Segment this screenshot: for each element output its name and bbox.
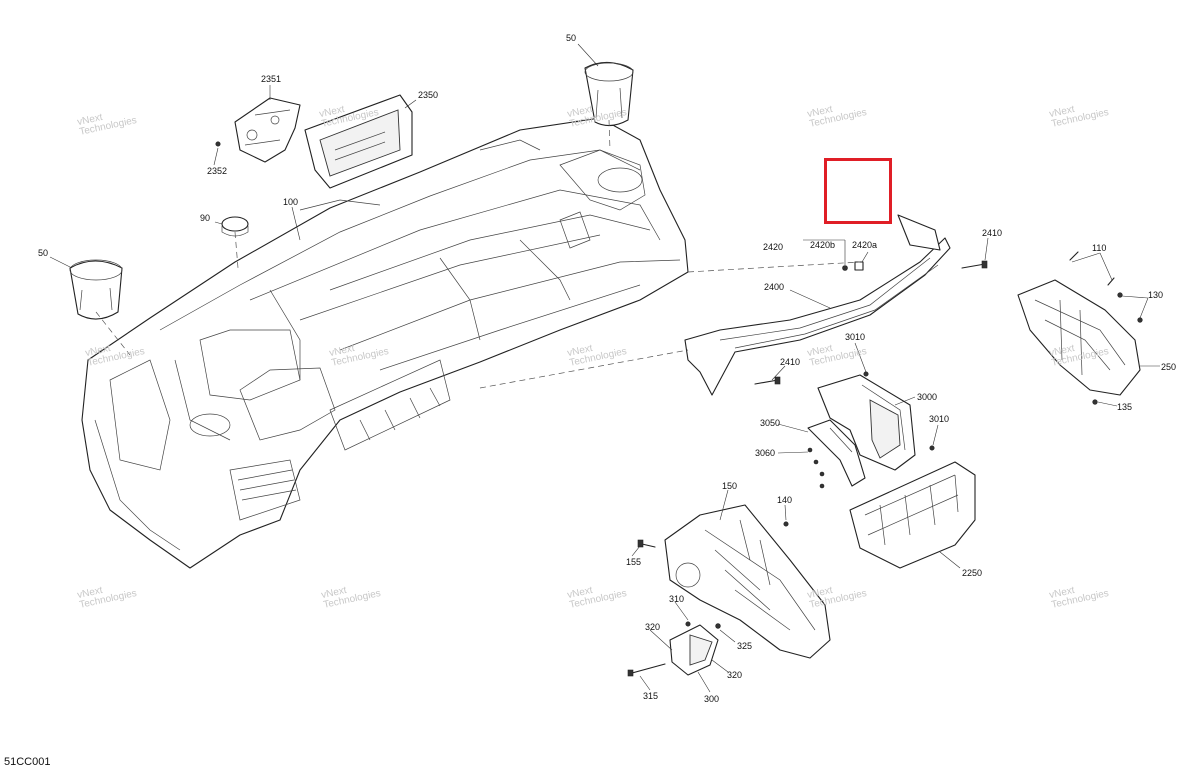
assembly-line-2 bbox=[479, 349, 689, 389]
latch-300 bbox=[669, 624, 719, 676]
dashboard-body bbox=[81, 117, 689, 569]
screw-135 bbox=[1092, 399, 1098, 405]
callout-2420a: 2420a bbox=[852, 240, 878, 250]
bracket-2351 bbox=[234, 97, 301, 163]
assembly-line-1 bbox=[687, 261, 861, 273]
bolt-2410-bottom bbox=[754, 376, 781, 385]
callout-2410-bottom: 2410 bbox=[780, 357, 801, 367]
callout-50-top: 50 bbox=[566, 33, 577, 43]
screw-155 bbox=[637, 539, 656, 548]
callout-150: 150 bbox=[722, 481, 738, 491]
callout-110: 110 bbox=[1092, 243, 1107, 253]
callout-320-left: 320 bbox=[645, 622, 661, 632]
cover-3000 bbox=[817, 374, 916, 471]
housing-150 bbox=[664, 504, 831, 659]
callout-300: 300 bbox=[704, 694, 720, 704]
assembly-line-4 bbox=[95, 311, 131, 356]
screw-130a bbox=[1117, 292, 1123, 298]
nut-325 bbox=[715, 623, 721, 629]
screw-140 bbox=[783, 521, 789, 527]
screw-130b bbox=[1137, 317, 1143, 323]
screw-310 bbox=[685, 621, 691, 627]
callout-140: 140 bbox=[777, 495, 793, 505]
callout-2250: 2250 bbox=[962, 568, 983, 578]
screw-110b bbox=[1107, 277, 1115, 286]
assembly-line-5 bbox=[234, 231, 239, 269]
assembly-line-3 bbox=[608, 119, 611, 151]
callout-3010-top: 3010 bbox=[845, 332, 866, 342]
callout-2410-top: 2410 bbox=[982, 228, 1003, 238]
callout-310: 310 bbox=[669, 594, 685, 604]
callout-3050: 3050 bbox=[760, 418, 781, 428]
callout-2420: 2420 bbox=[763, 242, 784, 252]
callout-2400: 2400 bbox=[764, 282, 785, 292]
nut-2420a bbox=[854, 261, 864, 271]
bracket-3050 bbox=[807, 419, 866, 487]
screw-2352 bbox=[215, 141, 221, 147]
callout-135: 135 bbox=[1117, 402, 1133, 412]
callout-325: 325 bbox=[737, 641, 753, 651]
screw-110a bbox=[1069, 251, 1079, 261]
screw-3010-right bbox=[929, 445, 935, 451]
callout-3060: 3060 bbox=[755, 448, 776, 458]
nut-2420b bbox=[842, 265, 848, 271]
screw-315 bbox=[627, 663, 666, 677]
bolt-2410-top bbox=[961, 260, 988, 269]
cup-holder-top bbox=[584, 61, 634, 127]
callout-2350: 2350 bbox=[418, 90, 439, 100]
side-panel-250 bbox=[1017, 279, 1141, 396]
callout-50-left: 50 bbox=[38, 248, 49, 258]
callout-90: 90 bbox=[200, 213, 211, 223]
callout-130: 130 bbox=[1148, 290, 1164, 300]
leader-lines bbox=[49, 43, 1160, 693]
vent-panel-2250 bbox=[849, 461, 976, 569]
callout-100: 100 bbox=[283, 197, 299, 207]
callout-3000: 3000 bbox=[917, 392, 938, 402]
nuts-3060 bbox=[807, 447, 825, 489]
diagram-code: 51CC001 bbox=[4, 756, 51, 768]
screw-3010-top bbox=[863, 371, 869, 377]
highlight-box bbox=[824, 158, 892, 224]
callout-155: 155 bbox=[626, 557, 642, 567]
callout-250: 250 bbox=[1161, 362, 1177, 372]
instrument-cluster bbox=[304, 94, 413, 189]
callout-2420b: 2420b bbox=[810, 240, 836, 250]
callout-315: 315 bbox=[643, 691, 659, 701]
cup-holder-left bbox=[69, 259, 123, 320]
callout-3010-right: 3010 bbox=[929, 414, 950, 424]
callout-2352: 2352 bbox=[207, 166, 228, 176]
callout-2351: 2351 bbox=[261, 74, 282, 84]
callout-320-bottom: 320 bbox=[727, 670, 743, 680]
crossbar-2400 bbox=[684, 214, 951, 396]
